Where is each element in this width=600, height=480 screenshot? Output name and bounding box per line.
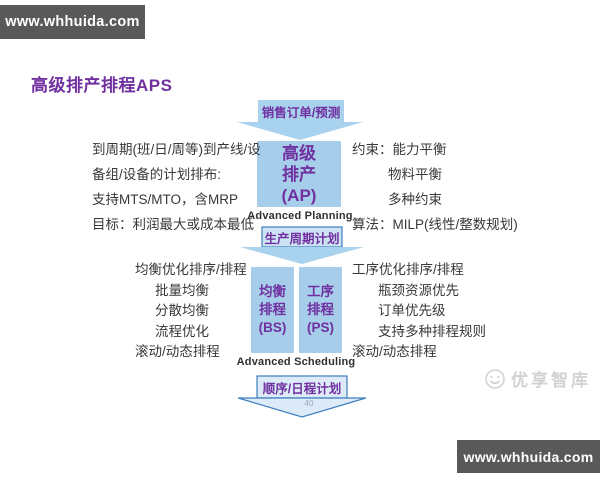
bottom-site-banner: www.whhuida.com bbox=[457, 440, 600, 473]
as-left-line: 分散均衡 bbox=[155, 303, 209, 318]
arrow-triangle bbox=[237, 397, 367, 418]
as-left-text: 均衡优化排序/排程 批量均衡 分散均衡 流程优化 滚动/动态排程 bbox=[135, 260, 247, 363]
ps-box-line1: 工序 bbox=[307, 284, 334, 299]
ap-left-line: 到周期(班/日/周等)到产线/设 bbox=[92, 142, 261, 157]
ap-left-line: 目标：利润最大或成本最低 bbox=[92, 217, 254, 232]
arrow-triangle bbox=[237, 122, 363, 140]
bs-box-line1: 均衡 bbox=[259, 284, 286, 299]
as-caption: Advanced Scheduling bbox=[236, 356, 356, 368]
bs-box-line3: (BS) bbox=[258, 320, 287, 335]
ap-left-text: 到周期(班/日/周等)到产线/设 备组/设备的计划排布: 支持MTS/MTO，含… bbox=[92, 137, 261, 237]
arrow-sequence-schedule-label: 顺序/日程计划 bbox=[262, 381, 342, 396]
down-arrow-shape bbox=[237, 100, 363, 140]
arrow-triangle bbox=[240, 247, 364, 264]
watermark: 优享智库 bbox=[483, 366, 591, 391]
ap-right-line: 多种约束 bbox=[388, 192, 442, 207]
watermark-text: 优享智库 bbox=[511, 371, 591, 390]
arrow-sales-forecast-label: 销售订单/预测 bbox=[261, 105, 341, 120]
arrow-production-cycle: 生产周期计划 bbox=[240, 226, 364, 265]
ap-box-line2: 排产 bbox=[282, 164, 316, 184]
ps-box-line3: (PS) bbox=[307, 320, 334, 335]
top-site-url: www.whhuida.com bbox=[5, 14, 140, 30]
ap-right-text: 约束：能力平衡 物料平衡 多种约束 算法：MILP(线性/整数规划) bbox=[352, 137, 518, 237]
ap-right-line: 物料平衡 bbox=[388, 167, 442, 182]
arrow-sales-forecast: 销售订单/预测 bbox=[237, 99, 363, 141]
smiley-icon bbox=[485, 368, 505, 389]
ap-box: 高级 排产 (AP) bbox=[257, 141, 341, 207]
as-right-line: 支持多种排程规则 bbox=[378, 323, 486, 339]
bottom-site-url: www.whhuida.com bbox=[463, 448, 594, 465]
arrow-production-cycle-label: 生产周期计划 bbox=[264, 231, 340, 246]
as-left-line: 流程优化 bbox=[155, 323, 209, 339]
as-left-line: 滚动/动态排程 bbox=[135, 344, 220, 359]
arrow-sequence-schedule: 顺序/日程计划 bbox=[237, 375, 367, 418]
as-right-line: 工序优化排序/排程 bbox=[352, 262, 464, 277]
page-number: 40 bbox=[304, 399, 314, 408]
as-right-line: 滚动/动态排程 bbox=[352, 344, 437, 359]
ps-box-line2: 排程 bbox=[307, 302, 334, 317]
down-arrow-shape bbox=[240, 226, 364, 264]
ap-caption: Advanced Planning bbox=[247, 210, 353, 222]
as-right-line: 瓶颈资源优先 bbox=[378, 282, 459, 298]
page-title: 高级排产排程APS bbox=[31, 76, 173, 95]
as-left-line: 均衡优化排序/排程 bbox=[135, 262, 247, 277]
as-left-line: 批量均衡 bbox=[155, 282, 209, 298]
ps-box: 工序 排程 (PS) bbox=[299, 267, 342, 353]
ap-right-line: 约束：能力平衡 bbox=[352, 142, 447, 157]
as-right-text: 工序优化排序/排程 瓶颈资源优先 订单优先级 支持多种排程规则 滚动/动态排程 bbox=[352, 260, 486, 363]
ap-right-line: 算法：MILP(线性/整数规划) bbox=[352, 217, 518, 232]
bs-box: 均衡 排程 (BS) bbox=[251, 267, 294, 353]
ap-box-line3: (AP) bbox=[281, 185, 317, 205]
arrow-banner-rect bbox=[258, 100, 344, 122]
ap-left-line: 支持MTS/MTO，含MRP bbox=[92, 192, 238, 207]
bs-box-line2: 排程 bbox=[259, 302, 286, 317]
ap-box-line1: 高级 bbox=[282, 143, 316, 163]
as-right-line: 订单优先级 bbox=[378, 303, 446, 318]
down-arrow-shape bbox=[237, 375, 367, 418]
top-site-banner: www.whhuida.com bbox=[0, 5, 145, 39]
ap-left-line: 备组/设备的计划排布: bbox=[92, 167, 222, 182]
